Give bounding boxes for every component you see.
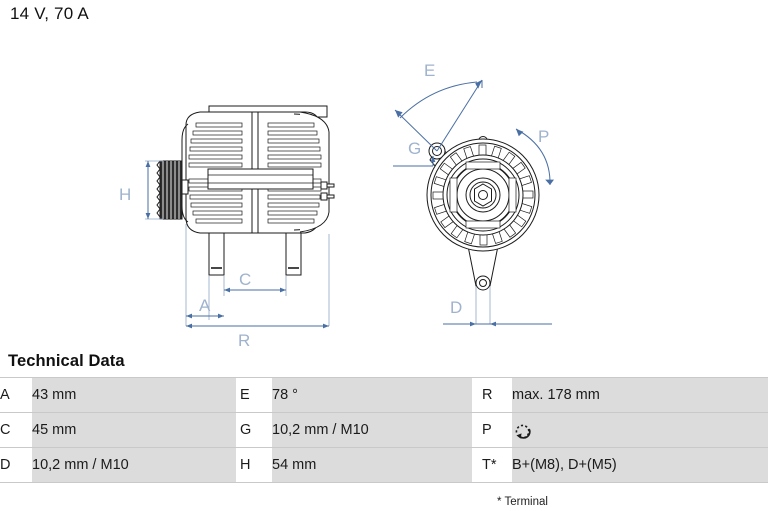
table-row: D 10,2 mm / M10 H 54 mm T* B+(M8), D+(M5… bbox=[0, 447, 768, 483]
annotation-label-E: E bbox=[424, 61, 435, 80]
rotation-ccw-icon bbox=[512, 420, 534, 440]
annotation-G: G bbox=[393, 139, 436, 167]
cell-key-t: T* bbox=[476, 447, 512, 483]
cell-value-d: 10,2 mm / M10 bbox=[32, 447, 236, 483]
front-view-drawing: E G P D bbox=[393, 61, 554, 327]
annotation-E: E bbox=[394, 61, 483, 152]
cell-value-c: 45 mm bbox=[32, 412, 236, 448]
alternator-technical-drawing: H C A R bbox=[0, 28, 768, 348]
table-row: C 45 mm G 10,2 mm / M10 P bbox=[0, 412, 768, 448]
cell-key-c: C bbox=[0, 412, 32, 448]
dimension-label-C: C bbox=[239, 270, 251, 289]
annotation-label-G: G bbox=[408, 139, 421, 158]
dimension-label-R: R bbox=[238, 331, 250, 348]
annotation-P: P bbox=[515, 127, 554, 186]
pulley bbox=[156, 160, 183, 220]
cell-value-p bbox=[512, 412, 768, 448]
cell-key-d: D bbox=[0, 447, 32, 483]
technical-data-table: A 43 mm E 78 ° R max. 178 mm C 45 mm G 1… bbox=[0, 377, 768, 483]
cell-value-r: max. 178 mm bbox=[512, 377, 768, 413]
page-title: 14 V, 70 A bbox=[10, 4, 89, 23]
cell-value-a: 43 mm bbox=[32, 377, 236, 413]
cell-key-r: R bbox=[476, 377, 512, 413]
cell-key-g: G bbox=[240, 412, 272, 448]
cell-value-h: 54 mm bbox=[272, 447, 472, 483]
cell-key-a: A bbox=[0, 377, 32, 413]
dimension-R: R bbox=[186, 323, 329, 348]
table-row: A 43 mm E 78 ° R max. 178 mm bbox=[0, 377, 768, 413]
dimension-label-A: A bbox=[199, 296, 211, 315]
dimension-C: C bbox=[224, 270, 286, 293]
technical-data-section: Technical Data A 43 mm E 78 ° R max. 178… bbox=[0, 352, 768, 483]
terminal-stud bbox=[320, 181, 335, 201]
annotation-label-D: D bbox=[450, 298, 462, 317]
cell-key-p: P bbox=[476, 412, 512, 448]
dimension-label-H: H bbox=[119, 185, 131, 204]
column-spacer bbox=[472, 447, 476, 483]
column-spacer bbox=[236, 447, 240, 483]
cell-value-g: 10,2 mm / M10 bbox=[272, 412, 472, 448]
cell-value-e: 78 ° bbox=[272, 377, 472, 413]
dimension-A: A bbox=[186, 296, 224, 319]
cell-value-t: B+(M8), D+(M5) bbox=[512, 447, 768, 483]
annotation-D: D bbox=[443, 286, 552, 327]
technical-data-heading: Technical Data bbox=[8, 352, 125, 370]
cell-key-h: H bbox=[240, 447, 272, 483]
table-footnote: * Terminal bbox=[497, 496, 548, 508]
dimension-H: H bbox=[119, 160, 163, 220]
annotation-label-P: P bbox=[538, 127, 549, 146]
side-view-drawing: H C A R bbox=[119, 105, 335, 348]
cell-key-e: E bbox=[240, 377, 272, 413]
